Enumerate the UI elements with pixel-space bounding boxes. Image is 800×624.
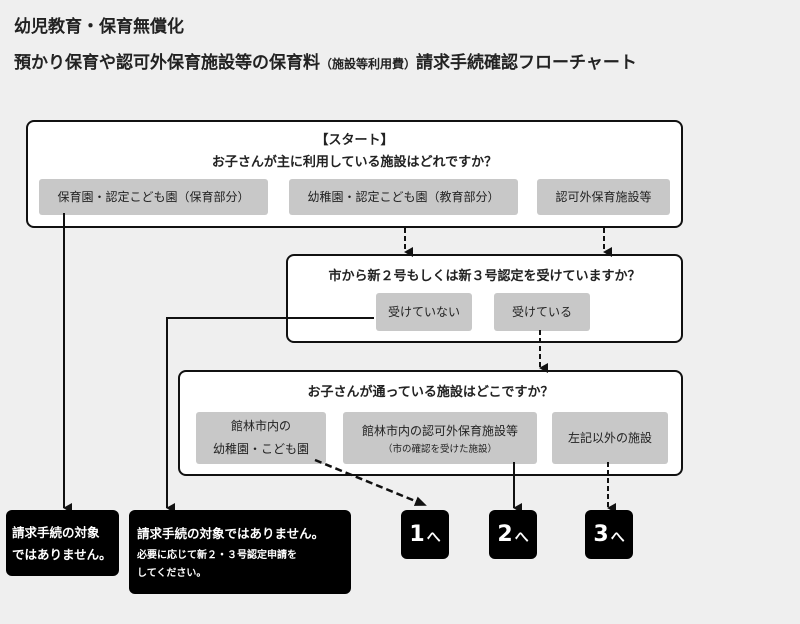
- line-cityyouchien-to-r1: [314, 458, 427, 507]
- result-no-claim-1: 請求手続の対象 ではありません。: [6, 510, 119, 576]
- option-youchien[interactable]: 幼稚園・認定こども園（教育部分）: [289, 179, 518, 215]
- option-not-certified[interactable]: 受けていない: [376, 293, 472, 331]
- result-no-claim-2-line1: 請求手続の対象ではありません。: [137, 526, 325, 541]
- start-label: 【スタート】: [315, 133, 394, 148]
- option-ninkagai[interactable]: 認可外保育施設等: [537, 179, 670, 215]
- q2-question: 市から新２号もしくは新３号認定を受けていますか？: [328, 269, 641, 284]
- option-other-facility[interactable]: 左記以外の施設: [552, 412, 668, 464]
- result-no-claim-2-line3: してください。: [137, 568, 207, 580]
- title-paren: （施設等利用費）: [320, 57, 417, 71]
- result-2-num: 2: [497, 522, 513, 547]
- title-line2: 預かり保育や認可外保育施設等の保育料（施設等利用費）請求手続確認フローチャート: [14, 48, 637, 73]
- option-city-youchien-line2: 幼稚園・こども園: [212, 442, 309, 456]
- result-no-claim-1-line1: 請求手続の対象: [12, 525, 100, 540]
- result-no-claim-2-line2: 必要に応じて新２・３号認定申請を: [137, 550, 297, 562]
- result-no-claim-2: 請求手続の対象ではありません。 必要に応じて新２・３号認定申請を してください。: [129, 510, 351, 594]
- option-city-youchien[interactable]: 館林市内の 幼稚園・こども園: [196, 412, 326, 464]
- option-city-youchien-line1: 館林市内の: [230, 419, 291, 434]
- option-city-ninkagai[interactable]: 館林市内の認可外保育施設等 （市の確認を受けた施設）: [343, 412, 537, 464]
- title-main: 預かり保育や認可外保育施設等の保育料: [14, 53, 320, 73]
- title-line1: 幼児教育・保育無償化: [14, 17, 184, 37]
- option-city-ninkagai-line2: （市の確認を受けた施設）: [382, 443, 497, 455]
- line-notcertified-to-noclaim2: [166, 317, 374, 513]
- title-end: 請求手続確認フローチャート: [416, 53, 637, 73]
- result-no-claim-1-line2: ではありません。: [12, 546, 112, 562]
- option-other-facility-line1: 左記以外の施設: [567, 430, 652, 445]
- q3-question: お子さんが通っている施設はどこですか？: [307, 385, 554, 400]
- result-3-num: 3: [593, 522, 609, 547]
- option-city-ninkagai-line1: 館林市内の認可外保育施設等: [361, 423, 518, 438]
- result-3-suffix: へ: [610, 529, 625, 546]
- q3-box: お子さんが通っている施設はどこですか？ 館林市内の 幼稚園・こども園 館林市内の…: [178, 370, 683, 476]
- start-box: 【スタート】 お子さんが主に利用している施設はどれですか？ 保育園・認定こども園…: [26, 120, 683, 228]
- start-question: お子さんが主に利用している施設はどれですか？: [211, 155, 498, 170]
- result-1-suffix: へ: [426, 529, 441, 546]
- result-2-suffix: へ: [514, 529, 529, 546]
- q2-box: 市から新２号もしくは新３号認定を受けていますか？ 受けていない 受けている: [286, 254, 683, 343]
- option-certified[interactable]: 受けている: [494, 293, 590, 331]
- option-hoikuen[interactable]: 保育園・認定こども園（保育部分）: [39, 179, 268, 215]
- result-1-num: 1: [409, 522, 425, 547]
